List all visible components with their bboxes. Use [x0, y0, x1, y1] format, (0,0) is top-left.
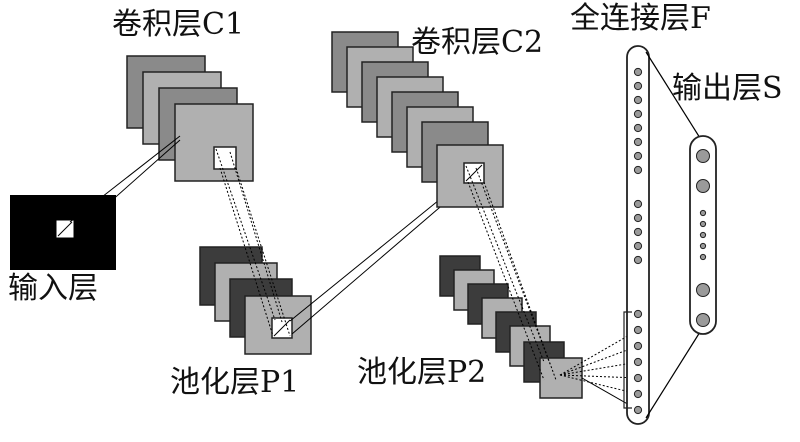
- pool1-label: 池化层P1: [170, 365, 299, 400]
- fc-neuron: [633, 123, 643, 133]
- output-label: 输出层S: [672, 71, 783, 106]
- fc-neuron: [633, 255, 643, 265]
- fc-neuron: [633, 213, 643, 223]
- output-neuron: [696, 149, 710, 163]
- fc-neuron: [633, 405, 643, 415]
- conv1-stack: [126, 55, 254, 182]
- pool1-stack: [199, 246, 312, 355]
- fc-neuron: [633, 109, 643, 119]
- input-label: 输入层: [8, 271, 98, 306]
- output-neuron: [699, 242, 707, 250]
- output-neuron: [696, 179, 710, 193]
- conv1-label: 卷积层C1: [112, 7, 244, 42]
- conv2-stack: [331, 31, 504, 208]
- output-neuron: [699, 220, 707, 228]
- fc-neuron: [633, 389, 643, 399]
- fc-neuron: [633, 199, 643, 209]
- fc-label: 全连接层F: [570, 1, 711, 36]
- fc-neuron: [633, 357, 643, 367]
- fc-neuron: [633, 137, 643, 147]
- input-layer: [10, 195, 116, 270]
- fc-neuron: [633, 95, 643, 105]
- fc-input-bracket: [623, 311, 632, 409]
- fc-neuron: [633, 341, 643, 351]
- fc-neuron: [633, 81, 643, 91]
- fc-layer: [623, 45, 650, 425]
- output-neuron: [699, 253, 707, 261]
- fc-neuron: [633, 227, 643, 237]
- pool2-map-8: [539, 357, 583, 399]
- pool2-label: 池化层P2: [357, 355, 486, 390]
- fc-neuron: [633, 151, 643, 161]
- output-neuron: [696, 283, 710, 297]
- fc-neuron: [633, 67, 643, 77]
- output-neuron: [699, 231, 707, 239]
- conv1-to-pool1-lines: [215, 148, 291, 337]
- conv2-label: 卷积层C2: [411, 25, 543, 60]
- fc-to-output-line-top: [645, 51, 701, 139]
- conv1-receptive-field: [213, 146, 237, 170]
- pool2-stack: [439, 255, 583, 399]
- fc-to-output-line-bottom: [645, 331, 701, 419]
- pool2-to-fc-lines: [559, 329, 639, 395]
- fc-neurons: [633, 67, 643, 415]
- output-neuron: [696, 313, 710, 327]
- fc-neuron: [633, 309, 643, 319]
- output-layer: [689, 135, 717, 335]
- fc-neuron: [633, 241, 643, 251]
- output-neuron: [699, 209, 707, 217]
- fc-neuron: [633, 165, 643, 175]
- conv2-to-pool2-lines: [465, 165, 557, 381]
- fc-neuron: [633, 325, 643, 335]
- fc-neuron: [633, 373, 643, 383]
- input-to-conv1-line: [69, 135, 181, 223]
- pool1-to-conv2-line: [289, 195, 445, 322]
